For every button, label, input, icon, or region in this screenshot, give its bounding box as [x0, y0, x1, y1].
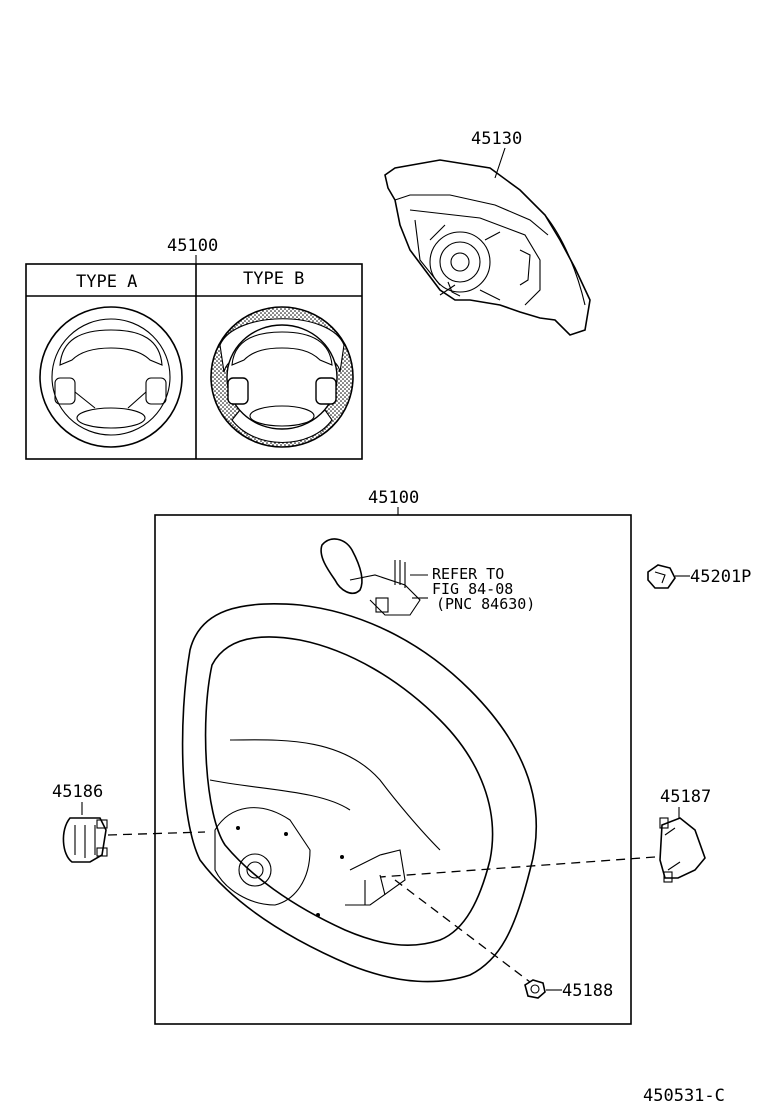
- steering-wheel-illustration: [181, 603, 538, 983]
- cover-right-illustration: [659, 817, 706, 883]
- refer-text-line3: (PNC 84630): [436, 595, 535, 613]
- cover-left-illustration: [62, 817, 108, 863]
- type-a-label: TYPE A: [76, 272, 137, 292]
- switch-illustration: [320, 538, 428, 616]
- wheel-assy-frame: [154, 514, 632, 1025]
- type-a-wheel-icon: [39, 306, 183, 448]
- cover-right-part-number: 45187: [660, 787, 711, 807]
- cover-left-part-number: 45186: [52, 782, 103, 802]
- airbag-illustration: [384, 147, 591, 336]
- screw-part-number: 45188: [562, 981, 613, 1001]
- nut-illustration: [647, 564, 676, 589]
- refer-text-line1: REFER TO: [432, 565, 504, 583]
- figure-code: 450531-C: [643, 1086, 725, 1106]
- wheel-assy-part-number: 45100: [368, 488, 419, 508]
- refer-text-line2: FIG 84-08: [432, 580, 513, 598]
- wheel-types-part-number: 45100: [167, 236, 218, 256]
- screw-illustration: [524, 979, 546, 999]
- type-b-wheel-icon: [210, 306, 354, 448]
- wheel-type-table: [25, 263, 363, 460]
- airbag-part-number: 45130: [471, 129, 522, 149]
- type-b-label: TYPE B: [243, 269, 304, 289]
- nut-part-number: 45201P: [690, 567, 751, 587]
